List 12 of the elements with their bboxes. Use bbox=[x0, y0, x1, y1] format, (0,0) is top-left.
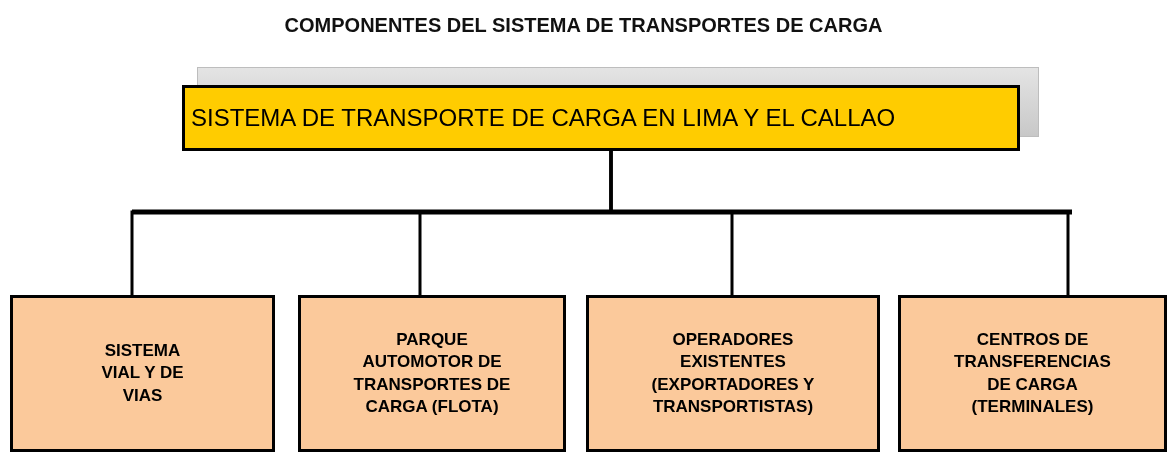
component-box bbox=[298, 295, 566, 452]
root-box bbox=[182, 85, 1020, 151]
component-box bbox=[10, 295, 275, 452]
box-label: SISTEMA VIAL Y DE VIAS bbox=[100, 340, 185, 407]
diagram-title: COMPONENTES DEL SISTEMA DE TRANSPORTES DE CARGA bbox=[283, 14, 884, 37]
connector-line bbox=[609, 151, 1070, 295]
box-label: OPERADORES EXISTENTES (EXPORTADORES Y TRANSPORTISTAS) bbox=[650, 329, 816, 418]
box-label: CENTROS DE TRANSFERENCIAS DE CARGA (TERMINALES) bbox=[953, 329, 1112, 418]
component-box bbox=[898, 295, 1167, 452]
box-label: PARQUE AUTOMOTOR DE TRANSPORTES DE CARGA (FLOTA) bbox=[352, 329, 512, 418]
component-box bbox=[586, 295, 880, 452]
box-label: SISTEMA DE TRANSPORTE DE CARGA EN LIMA Y EL CALLAO bbox=[191, 103, 896, 134]
